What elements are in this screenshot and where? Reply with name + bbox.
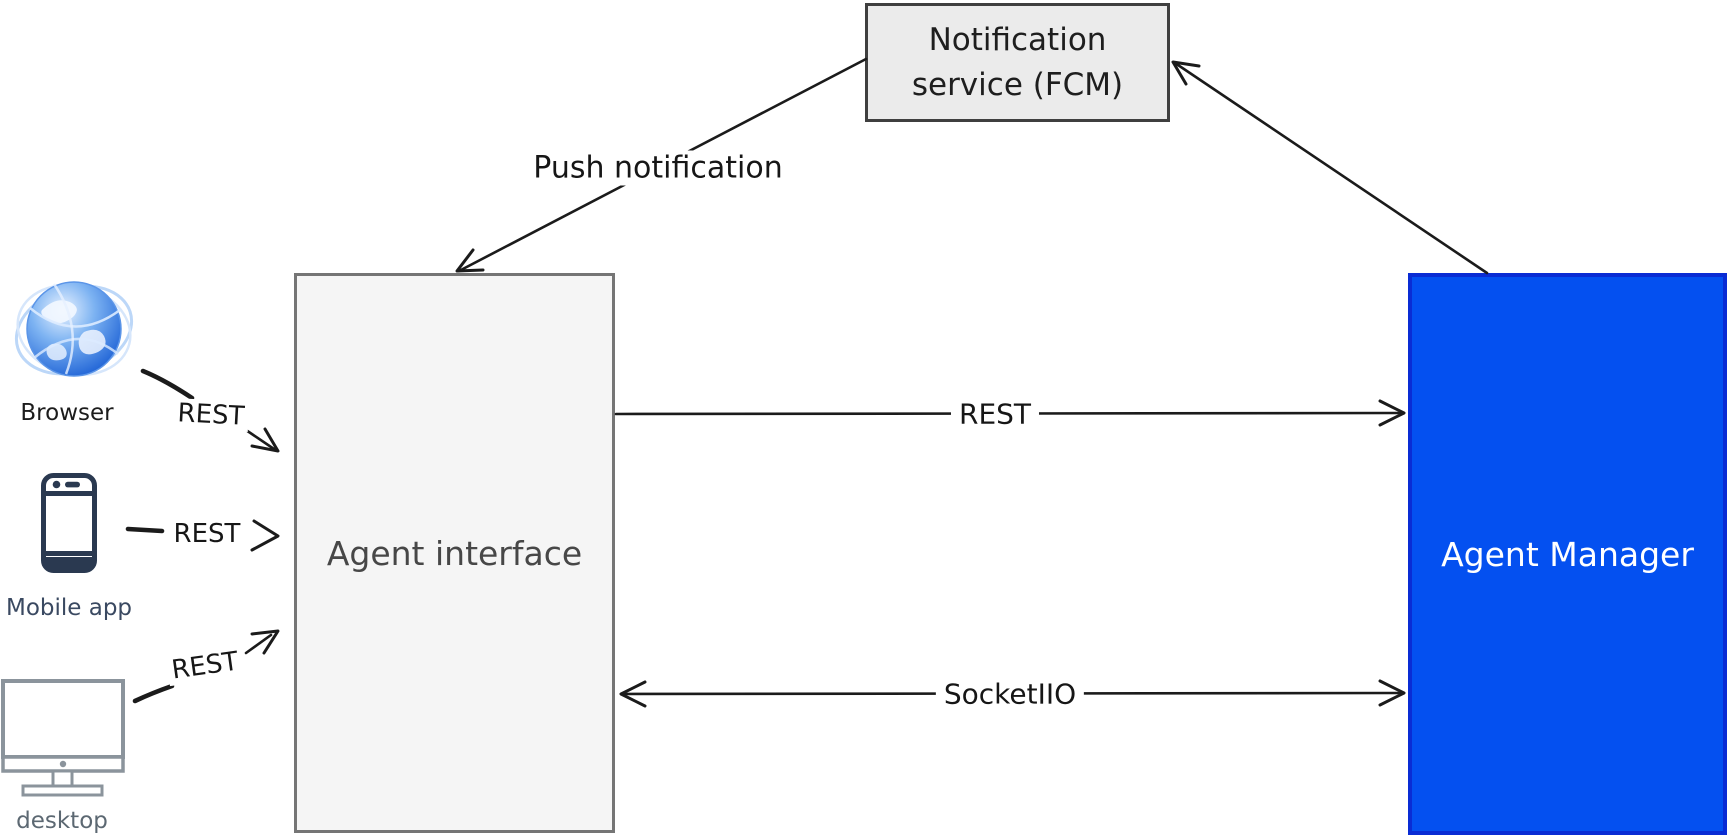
socket-edge-label: SocketIIO — [935, 677, 1085, 711]
manager-to-fcm-arrow — [1171, 60, 1489, 275]
rest-main-edge-label: REST — [950, 397, 1040, 431]
agent-manager-node: Agent Manager — [1408, 273, 1727, 835]
agent-interface-label: Agent interface — [326, 533, 583, 573]
notification-service-label-line1: Notification — [928, 22, 1107, 59]
agent-interface-node: Agent interface — [294, 273, 615, 833]
mobile-app-caption: Mobile app — [5, 595, 133, 621]
mobile-rest-edge-label: REST — [169, 519, 245, 549]
smartphone-icon — [41, 473, 97, 573]
push-notification-edge-label: Push notification — [525, 150, 791, 186]
desktop-rest-edge-label: REST — [165, 645, 245, 687]
browser-caption: Browser — [20, 400, 114, 426]
notification-service-node: Notification service (FCM) — [865, 3, 1170, 122]
desktop-caption: desktop — [16, 808, 108, 834]
monitor-icon — [1, 679, 125, 797]
browser-rest-edge-label: REST — [172, 398, 250, 432]
globe-icon — [14, 281, 134, 377]
agent-manager-label: Agent Manager — [1441, 534, 1694, 574]
notification-service-label-line2: service (FCM) — [911, 66, 1124, 103]
